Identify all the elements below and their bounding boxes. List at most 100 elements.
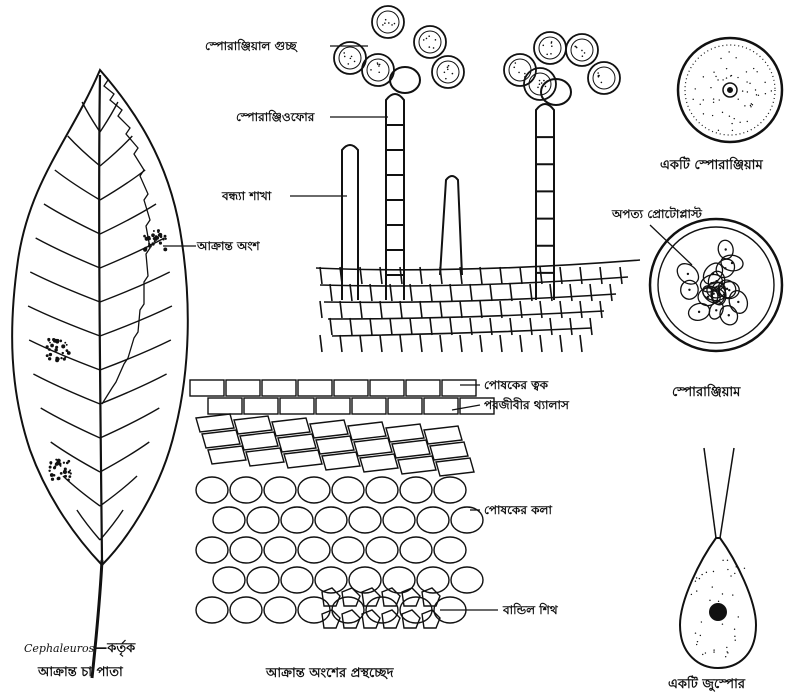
zoospore-dot xyxy=(696,644,697,645)
spot-dot xyxy=(60,472,63,475)
label-parasite-thallus: পরজীবীর থ্যালাস xyxy=(484,398,569,412)
cytoplasm-dot xyxy=(713,72,714,73)
zoospore-dot xyxy=(691,594,692,595)
spot-dot xyxy=(63,462,65,464)
bundle-sheath-cell xyxy=(422,588,440,606)
leaf-vein xyxy=(100,170,145,200)
host-cell-wall xyxy=(550,318,552,335)
cytoplasm-dot xyxy=(753,68,754,69)
spot-dot xyxy=(62,352,64,354)
spot-dot xyxy=(54,465,57,468)
bundle-sheath-cell xyxy=(322,588,340,606)
sporangium-dot xyxy=(347,63,349,65)
protoplast-nucleus xyxy=(724,248,726,250)
sporangium-dot xyxy=(598,76,600,78)
host-cell-wall xyxy=(380,335,382,352)
caption-leaf-organism: Cephaleuros—কর্তৃক xyxy=(24,641,135,656)
host-cell-wall xyxy=(540,335,542,352)
sporangium-dot xyxy=(445,78,447,80)
zoospore-dot xyxy=(713,651,714,652)
cytoplasm-dot xyxy=(700,104,701,105)
spot-dot xyxy=(50,463,52,465)
protoplast-nucleus xyxy=(698,311,700,313)
cytoplasm-dot xyxy=(747,91,748,92)
thallus-cell xyxy=(310,420,348,438)
spongy-cell xyxy=(400,597,432,623)
protoplast-nucleus xyxy=(731,262,733,264)
sporangium-dot xyxy=(370,69,372,71)
sporangium-dot xyxy=(377,62,379,64)
host-cell-wall xyxy=(420,335,422,352)
host-cell-wall xyxy=(590,318,592,335)
zoospore-dot xyxy=(696,590,697,591)
spot-dot xyxy=(64,342,66,344)
sporangium-dot xyxy=(350,58,352,60)
sporangium-dot xyxy=(452,73,454,75)
spongy-cell xyxy=(434,537,466,563)
sporangium-dot xyxy=(513,66,515,68)
leaf-vein xyxy=(68,136,100,166)
sporangium-dot xyxy=(426,38,428,40)
cytoplasm-dot xyxy=(712,115,713,116)
sporangium-dot xyxy=(584,52,586,54)
spongy-cell xyxy=(196,537,228,563)
sporangium-dot xyxy=(391,24,393,26)
zoospore-dot xyxy=(722,593,723,594)
leaf-vein xyxy=(33,374,100,404)
zoospore-dot xyxy=(738,616,739,617)
spot-dot xyxy=(52,338,55,341)
cytoplasm-dot xyxy=(713,102,714,103)
zoospore-dot xyxy=(696,577,697,578)
host-cell-wall xyxy=(340,335,342,352)
cytoplasm-dot xyxy=(703,76,704,77)
thallus-cell xyxy=(322,452,360,470)
spot-dot xyxy=(151,242,154,245)
spot-dot xyxy=(158,233,162,237)
thallus-cell xyxy=(436,458,474,476)
sporangium-dot xyxy=(597,72,599,74)
zoospore-dot xyxy=(700,635,701,636)
sporangium-inner xyxy=(437,61,459,83)
thallus-cell xyxy=(398,456,436,474)
cytoplasm-dot xyxy=(751,103,752,104)
host-epidermis-top xyxy=(316,260,640,352)
organism-name: Cephaleuros xyxy=(24,642,94,655)
label-sporangiophore: স্পোরাঞ্জিওফোর xyxy=(236,110,314,124)
cytoplasm-dot xyxy=(742,90,743,91)
host-cell-wall xyxy=(620,267,622,284)
sporangiophore-stalk xyxy=(536,104,554,300)
sporangiophores xyxy=(334,6,620,300)
cytoplasm-dot xyxy=(692,99,693,100)
label-sterile-branch: বন্ধ্যা শাখা xyxy=(222,189,271,203)
epidermis-cell xyxy=(190,380,224,396)
sporangium-dot xyxy=(537,87,539,89)
epidermis-cell xyxy=(352,398,386,414)
sporangium-dot xyxy=(582,55,584,57)
sporangium-inner xyxy=(509,59,531,81)
thallus-cell xyxy=(386,424,424,442)
host-cell-wall xyxy=(590,284,592,301)
host-cell-wall xyxy=(320,267,322,284)
zoospore-dot xyxy=(705,652,706,653)
sterile-branch xyxy=(440,176,462,275)
thallus-cell xyxy=(430,442,468,460)
sporangium-inner xyxy=(419,31,441,53)
cytoplasm-dot xyxy=(758,95,759,96)
sporangium-dot xyxy=(428,46,430,48)
spot-dot xyxy=(49,353,52,356)
cytoplasm-dot xyxy=(746,81,747,82)
host-cell-wall xyxy=(450,284,452,301)
sporangium-dot xyxy=(447,66,449,68)
host-cell-wall xyxy=(330,318,332,335)
leaf-vein xyxy=(29,340,100,370)
spot-dot xyxy=(153,237,155,239)
cytoplasm-dot xyxy=(765,93,766,94)
spot-dot xyxy=(55,358,59,362)
thallus-cell xyxy=(360,454,398,472)
leaf-vein xyxy=(100,238,164,268)
epidermis-cell xyxy=(316,398,350,414)
epidermis-cell xyxy=(280,398,314,414)
cytoplasm-dot xyxy=(752,104,753,105)
spot-dot xyxy=(66,344,68,346)
cytoplasm-dot xyxy=(747,121,748,122)
